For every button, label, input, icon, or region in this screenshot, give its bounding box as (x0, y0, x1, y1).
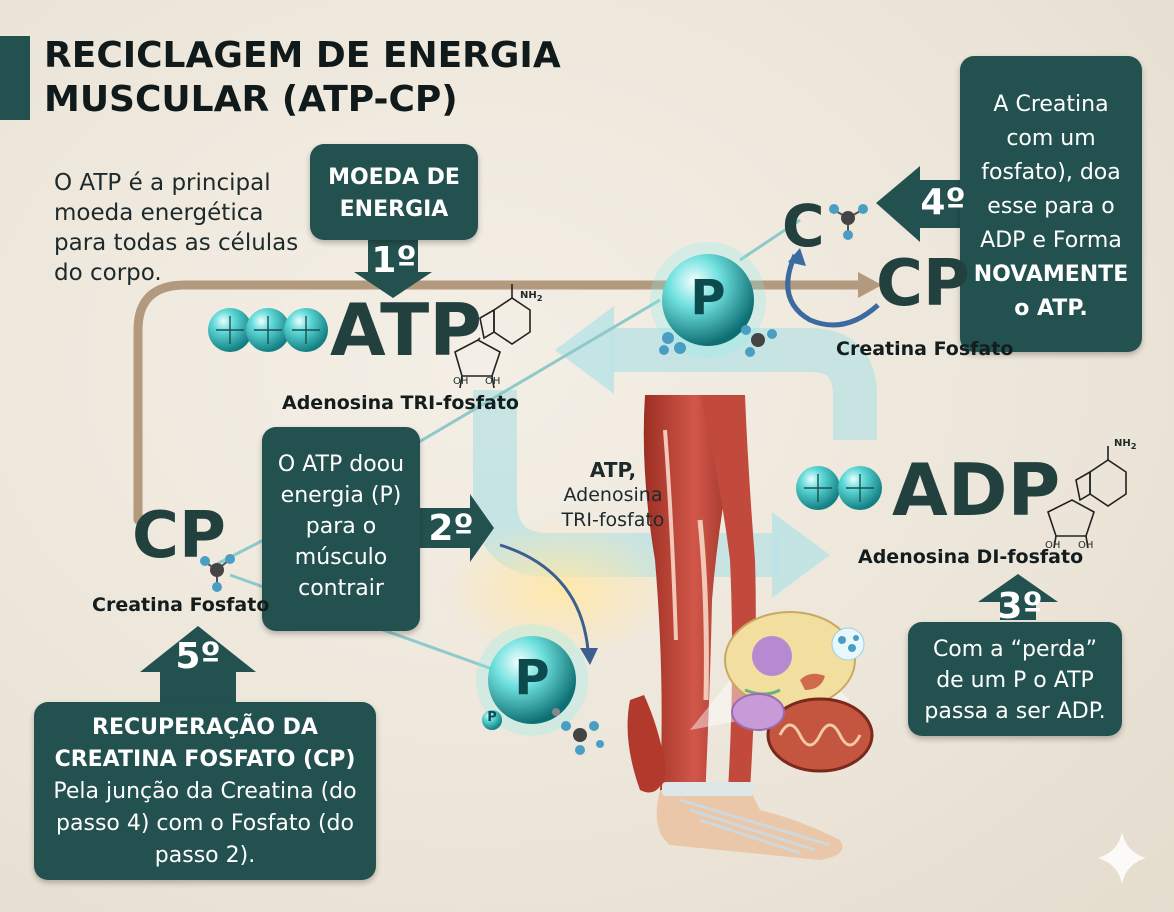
phosphate-sphere-icon (650, 242, 766, 358)
step5-arrow (140, 626, 256, 706)
phosphate-sphere-icon (476, 624, 588, 736)
cp-name: Creatina Fosfato (836, 338, 1014, 360)
step1-number: 1º (371, 240, 417, 281)
phosphate-molecule-icon (829, 204, 868, 240)
curved-arrowhead (580, 648, 598, 665)
oh-label: OH (1078, 540, 1094, 551)
step5-text: Pela junção da Creatina (do (53, 779, 357, 804)
atp-symbol: ATP (330, 288, 483, 372)
step4-text: A Creatina (993, 92, 1109, 117)
step4-text: o ATP. (1014, 296, 1088, 321)
step2-text: para o (305, 514, 377, 539)
middle-atp-label: ATP, Adenosina TRI-fosfato (548, 458, 678, 533)
step4-text: com um (1006, 126, 1096, 151)
step2-text: contrair (298, 576, 384, 601)
step2-text: O ATP doou (277, 452, 405, 477)
cp-left-symbol: CP (132, 499, 226, 573)
phosphate-label-small: P (487, 710, 497, 725)
cp-left-name: Creatina Fosfato (92, 594, 270, 616)
atp-name: Adenosina TRI-fosfato (282, 392, 519, 414)
connector-line (739, 218, 801, 262)
step2-arrow (420, 494, 494, 562)
phosphate-molecule-icon (552, 708, 604, 755)
step4-arrow (876, 166, 975, 242)
oh-label: OH (485, 376, 501, 387)
step3-box: Com a “perda” de um P o ATP passa a ser … (908, 622, 1122, 736)
step3-number: 3º (997, 586, 1043, 627)
step2-text: energia (P) (280, 483, 402, 508)
creatine-symbol: C (782, 192, 825, 260)
nh2-label: NH2 (520, 290, 543, 303)
intro-text: O ATP é a principal moeda energética par… (54, 170, 299, 286)
phosphate-molecule-icon (200, 554, 235, 592)
step5-title: CREATINA FOSFATO (CP) (54, 747, 356, 772)
curved-arrow-to-phosphate (499, 543, 590, 651)
energy-glow (440, 520, 680, 660)
step4-text: ADP e Forma (980, 228, 1122, 253)
phosphate-molecule-icon (659, 332, 686, 355)
nh2-label: NH2 (1114, 438, 1137, 451)
mitochondria-illustration (766, 697, 874, 773)
creatine-recycle-arrow (785, 253, 880, 328)
step2-number: 2º (428, 508, 474, 549)
step3-text: passa a ser ADP. (924, 699, 1106, 724)
phosphate-label: P (514, 650, 550, 706)
oh-label: OH (453, 376, 469, 387)
step4-text: esse para o (987, 194, 1115, 219)
adp-name: Adenosina DI-fosfato (858, 546, 1084, 568)
adp-to-atp-arrowhead (555, 306, 614, 394)
magnified-phosphates-icon (831, 627, 865, 661)
connector-line (379, 298, 661, 467)
title-line: MUSCULAR (ATP-CP) (44, 79, 458, 120)
step4-number: 4º (920, 182, 966, 223)
recycle-arrowhead (788, 248, 806, 266)
step5-title: RECUPERAÇÃO DA (92, 715, 318, 740)
middle-line: ATP, (589, 458, 637, 482)
atp-to-adp-arrowhead (772, 512, 830, 598)
step5-box: RECUPERAÇÃO DA CREATINA FOSFATO (CP) Pel… (34, 702, 376, 880)
page-title: RECICLAGEM DE ENERGIA MUSCULAR (ATP-CP) (44, 34, 564, 122)
vesicle-illustration (731, 693, 785, 731)
adp-symbol: ADP (892, 448, 1061, 532)
isolated-muscle-icon (627, 695, 666, 793)
step4-text: fosfato), doa (981, 160, 1121, 185)
step4-text: NOVAMENTE (973, 262, 1129, 287)
middle-line: Adenosina (563, 484, 663, 506)
cp-symbol: CP (876, 247, 970, 321)
phosphate-label: P (690, 270, 726, 326)
step3-text: de um P o ATP (936, 668, 1094, 693)
adp-phosphate-chain-icon (796, 466, 882, 510)
step2-box: O ATP doou energia (P) para o músculo co… (262, 427, 420, 631)
oh-label: OH (1045, 540, 1061, 551)
adp-to-atp-arrow (610, 328, 877, 440)
atp-phosphate-chain-icon (208, 308, 328, 352)
step1-label: ENERGIA (339, 197, 449, 222)
title-line: RECICLAGEM DE ENERGIA (44, 35, 561, 76)
phosphate-molecule-icon (741, 325, 777, 357)
step2-text: músculo (294, 545, 388, 570)
step1-label: MOEDA DE (328, 165, 460, 190)
adenosine-structure-icon (1047, 446, 1127, 549)
sparkle-icon (1098, 832, 1146, 884)
title-accent-bar (0, 36, 30, 120)
step5-number: 5º (175, 636, 221, 677)
middle-line: TRI-fosfato (561, 509, 665, 531)
step4-box: A Creatina com um fosfato), doa esse par… (960, 56, 1142, 352)
step3-arrow (978, 574, 1058, 620)
brown-cycle-arrow (133, 280, 865, 525)
brown-cycle-arrowhead (858, 272, 882, 298)
adenosine-structure-icon (454, 284, 531, 389)
step5-text: passo 2). (154, 843, 256, 868)
step3-text: Com a “perda” (932, 637, 1098, 662)
step1-box: MOEDA DE ENERGIA (310, 144, 478, 240)
step1-arrow (354, 240, 432, 298)
cell-illustration (724, 611, 856, 709)
step5-text: passo 4) com o Fosfato (do (56, 811, 354, 836)
